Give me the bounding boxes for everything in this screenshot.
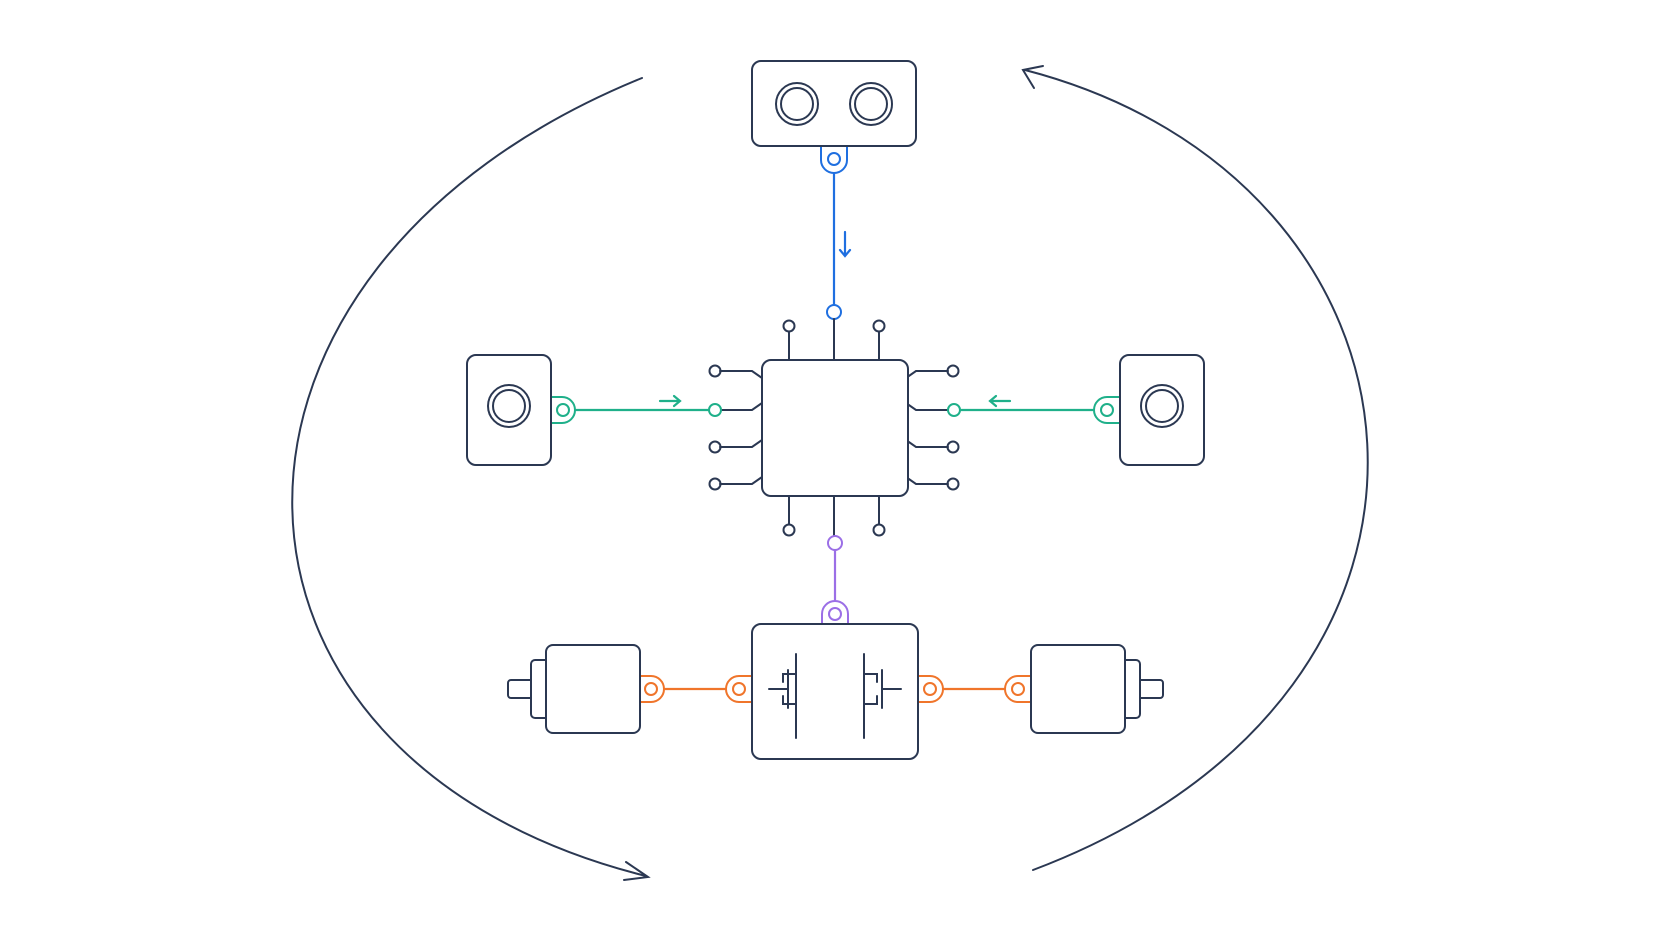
- left-transistor-gate: [768, 669, 789, 709]
- right-sensor-lens-icon: [1140, 384, 1184, 428]
- mcu-right-port: [947, 403, 961, 417]
- left-lens-icon: [775, 82, 819, 126]
- right-lens-inner: [854, 87, 888, 121]
- right-proximity-link: [947, 394, 1099, 417]
- mcu-top-port: [826, 304, 842, 320]
- right-sensor-lens-inner: [1145, 389, 1179, 423]
- mcu-pin-top-1-pad: [782, 319, 796, 333]
- mcu-pin-right-3-pad: [946, 440, 960, 454]
- driver-link: [821, 535, 849, 624]
- motor-driver: [751, 623, 919, 760]
- mcu-pin-bottom-3-pad: [872, 523, 886, 537]
- left-arrow-icon: [988, 394, 1012, 408]
- right-sensor-port: [1100, 403, 1114, 417]
- stereo-sensor: [751, 60, 917, 174]
- left-proximity-link: [569, 394, 722, 417]
- right-transistor-icon: [863, 653, 902, 739]
- right-motor-body: [1030, 644, 1126, 734]
- mcu-pin-left-1: [719, 370, 763, 379]
- mcu-pin-left-1-pad: [708, 364, 722, 378]
- left-transistor-drain: [782, 673, 797, 683]
- mcu-body: [761, 359, 909, 497]
- driver-right-port: [923, 682, 937, 696]
- left-sensor-lens-inner: [492, 389, 526, 423]
- right-transistor-source: [863, 695, 878, 705]
- cycle-arc-right: [1021, 65, 1369, 871]
- right-transistor-drain: [863, 673, 878, 683]
- left-sensor-port: [556, 403, 570, 417]
- camera-link: [832, 165, 852, 307]
- mcu-left-port: [708, 403, 722, 417]
- left-motor-port: [644, 682, 658, 696]
- right-sensor: [1093, 354, 1205, 466]
- left-motor-link: [640, 675, 752, 703]
- driver-top-port: [828, 607, 842, 621]
- mcu-pin-top-3-pad: [872, 319, 886, 333]
- mcu-pin-left-4-pad: [708, 477, 722, 491]
- cycle-arrowhead-left-icon: [623, 861, 651, 881]
- mcu-pin-right-3: [905, 439, 949, 448]
- cycle-arc-left: [291, 77, 651, 881]
- mcu-pin-right-4: [905, 476, 949, 485]
- right-arrow-icon: [658, 394, 682, 408]
- right-motor: [1030, 644, 1164, 734]
- left-motor: [507, 644, 641, 734]
- mcu-pin-left-4: [719, 476, 763, 485]
- mcu-pin-right-4-pad: [946, 477, 960, 491]
- right-lens-icon: [849, 82, 893, 126]
- mcu-pin-right-1: [905, 370, 949, 379]
- left-transistor-source: [782, 695, 797, 705]
- left-sensor-body: [466, 354, 552, 466]
- right-sensor-body: [1119, 354, 1205, 466]
- mcu-pin-left-3-pad: [708, 440, 722, 454]
- down-arrow-icon: [838, 230, 852, 258]
- left-sensor: [466, 354, 576, 466]
- cycle-arc-left-path: [291, 77, 647, 877]
- mcu-pin-right-1-pad: [946, 364, 960, 378]
- cycle-arrowhead-right-icon: [1021, 65, 1044, 89]
- motor-driver-body: [751, 623, 919, 760]
- left-sensor-lens-icon: [487, 384, 531, 428]
- right-motor-port: [1011, 682, 1025, 696]
- stereo-sensor-port: [827, 152, 841, 166]
- cycle-arc-right-path: [1024, 69, 1369, 871]
- mcu-pin-right-2: [905, 402, 948, 411]
- right-transistor-gate: [881, 669, 902, 709]
- driver-left-port: [732, 682, 746, 696]
- microcontroller: [708, 318, 960, 537]
- mcu-pin-left-2: [721, 402, 763, 411]
- mcu-bottom-port: [827, 535, 843, 551]
- left-lens-inner: [780, 87, 814, 121]
- left-transistor-icon: [768, 653, 797, 739]
- left-motor-body: [545, 644, 641, 734]
- right-motor-link: [918, 675, 1031, 703]
- mcu-pin-bottom-1-pad: [782, 523, 796, 537]
- mcu-pin-left-3: [719, 439, 763, 448]
